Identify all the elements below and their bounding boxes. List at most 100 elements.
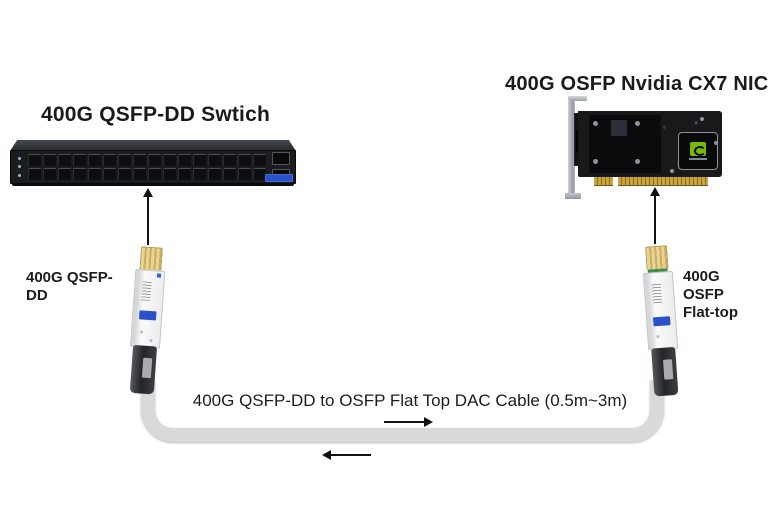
connector-blue-label — [652, 316, 671, 327]
switch-led — [17, 174, 21, 178]
switch-port — [193, 154, 206, 166]
nvidia-chip — [678, 132, 718, 170]
screw-icon — [670, 169, 674, 173]
up-arrow-icon — [650, 187, 660, 244]
left-arrow-icon — [322, 450, 371, 460]
dac-cable — [141, 380, 664, 442]
switch-port-group — [178, 154, 206, 180]
connector-screw-dot — [139, 330, 144, 334]
nic-heatsink-inset — [611, 120, 627, 136]
connector-blue-label — [138, 310, 157, 321]
switch-port — [238, 154, 251, 166]
switch-port — [208, 168, 221, 180]
nic-bracket-foot — [565, 193, 581, 199]
connector-body — [642, 270, 679, 351]
right-arrow-icon — [384, 417, 433, 427]
switch-port-group — [58, 154, 86, 180]
switch-port — [178, 168, 191, 180]
switch-port-group — [208, 154, 236, 180]
screw-icon — [714, 141, 718, 145]
nic-bracket — [568, 99, 575, 195]
pull-tab-slot — [141, 357, 153, 379]
switch-port — [223, 154, 236, 166]
connector-screw-dot — [656, 334, 660, 339]
switch-port — [253, 168, 266, 180]
nic-pcb — [578, 111, 722, 177]
switch-port-group — [28, 154, 56, 180]
cable-label: 400G QSFP-DD to OSFP Flat Top DAC Cable … — [192, 391, 628, 410]
mgmt-port-top — [272, 152, 290, 165]
switch-brand-badge — [265, 174, 293, 182]
screw-icon — [700, 117, 704, 121]
switch-port — [133, 168, 146, 180]
switch-port-group — [118, 154, 146, 180]
pcie-edge-connector — [618, 177, 708, 186]
switch-port — [223, 168, 236, 180]
switch-base-shadow — [12, 183, 294, 186]
osfp-connector — [640, 245, 682, 397]
screw-icon — [635, 121, 640, 126]
switch-led-strip — [13, 154, 25, 180]
connector-blue-dot — [156, 273, 162, 278]
switch-port — [148, 168, 161, 180]
switch-port — [28, 154, 41, 166]
connector-text-lines — [141, 280, 152, 302]
switch-port — [88, 168, 101, 180]
up-arrow-icon — [143, 188, 153, 245]
qsfp-dd-switch — [10, 140, 296, 186]
connector-pull-tab — [651, 346, 679, 397]
switch-port — [58, 154, 71, 166]
switch-port — [43, 168, 56, 180]
connector-gold-edge — [139, 246, 163, 271]
switch-port — [163, 154, 176, 166]
right-transceiver-label-line2: Flat-top — [683, 304, 738, 321]
switch-port — [88, 154, 101, 166]
connector-body — [129, 268, 166, 349]
screw-icon — [593, 159, 598, 164]
nic-bracket-flange — [568, 96, 587, 101]
pull-tab-slot — [662, 359, 674, 380]
nic-heatsink — [589, 115, 661, 173]
switch-front-panel — [10, 150, 296, 184]
nvidia-logo-icon — [690, 142, 706, 156]
switch-led — [17, 165, 21, 169]
qsfp-dd-connector — [126, 246, 168, 395]
switch-port — [103, 168, 116, 180]
right-transceiver-label-line1: 400G OSFP — [683, 268, 724, 303]
switch-port-array — [25, 154, 269, 180]
connector-text-lines — [651, 282, 662, 304]
switch-port — [178, 154, 191, 166]
switch-port — [253, 154, 266, 166]
switch-top-lid — [10, 140, 296, 151]
switch-port-group — [88, 154, 116, 180]
pcie-edge-connector — [594, 177, 613, 186]
switch-port — [238, 168, 251, 180]
switch-port — [208, 154, 221, 166]
switch-port — [133, 154, 146, 166]
left-transceiver-label: 400G QSFP-DD — [26, 269, 113, 304]
screw-icon — [635, 159, 640, 164]
switch-port — [118, 154, 131, 166]
switch-port — [28, 168, 41, 180]
switch-port-group — [148, 154, 176, 180]
connector-screw-dot — [149, 339, 153, 343]
switch-port — [103, 154, 116, 166]
switch-port — [73, 154, 86, 166]
switch-led — [17, 156, 21, 160]
connector-pull-tab — [129, 344, 158, 395]
screw-icon — [593, 121, 598, 126]
nvidia-chip-text — [689, 158, 707, 160]
switch-port — [58, 168, 71, 180]
switch-port — [43, 154, 56, 166]
switch-port — [118, 168, 131, 180]
switch-port — [148, 154, 161, 166]
switch-port — [73, 168, 86, 180]
switch-title: 400G QSFP-DD Swtich — [40, 103, 271, 126]
switch-port — [163, 168, 176, 180]
nvidia-cx7-nic — [564, 96, 728, 204]
connector-gold-edge — [645, 245, 669, 270]
right-transceiver-label: 400G OSFP Flat-top — [683, 268, 763, 322]
nic-title: 400G OSFP Nvidia CX7 NIC — [505, 73, 768, 95]
switch-port — [193, 168, 206, 180]
